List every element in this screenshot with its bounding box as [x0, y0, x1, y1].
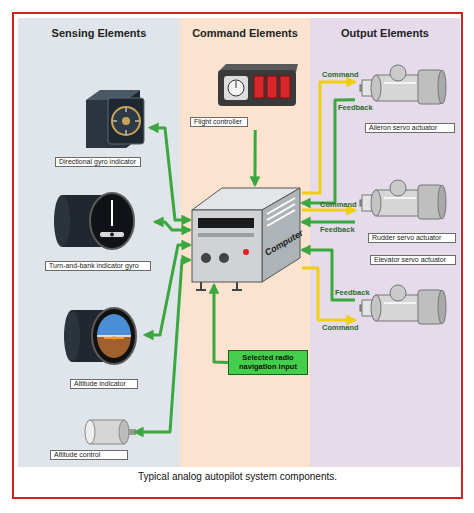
flight-controller-illustration: [280, 76, 290, 98]
turn-and-bank-illustration: [54, 195, 70, 247]
component-label: Aileron servo actuator: [365, 123, 455, 133]
attitude-indicator-illustration: [94, 310, 134, 336]
flight-controller-illustration: [228, 80, 244, 96]
column-heading: Output Elements: [310, 27, 460, 39]
directional-gyro-illustration: [122, 117, 130, 125]
input-label: Selected radio navigation input: [229, 351, 307, 374]
turn-and-bank-illustration: [54, 193, 134, 249]
figure-caption: Typical analog autopilot system componen…: [13, 471, 462, 482]
flight-controller-illustration: [267, 76, 277, 98]
signal-label: Command: [320, 200, 357, 209]
input-box: Selected radio navigation input: [228, 350, 308, 375]
column-heading: Sensing Elements: [18, 27, 180, 39]
signal-label: Feedback: [338, 103, 373, 112]
component-label: Rudder servo actuator: [368, 233, 456, 243]
computer-illustration: [201, 253, 211, 263]
computer-illustration: [198, 218, 254, 228]
altitude-control-illustration: [128, 429, 136, 435]
component-label: Altitude indicator: [70, 379, 138, 389]
component-label: Flight controller: [190, 117, 248, 127]
computer-illustration: [243, 249, 249, 255]
red-frame: [13, 13, 462, 498]
attitude-indicator-illustration: [104, 337, 124, 339]
component-label: Altitude control: [50, 450, 128, 460]
attitude-indicator-illustration: [94, 310, 134, 366]
directional-gyro-illustration: [86, 90, 144, 148]
signal-arrow: [302, 221, 355, 224]
component-label: Directional gyro indicator: [55, 157, 141, 167]
flight-controller-illustration: [218, 70, 296, 106]
turn-and-bank-illustration: [110, 233, 114, 237]
attitude-indicator-illustration: [64, 308, 136, 366]
column-heading: Command Elements: [180, 27, 310, 39]
directional-gyro-illustration: [135, 121, 139, 122]
altitude-control-illustration: [119, 420, 129, 444]
altitude-control-illustration: [85, 420, 95, 444]
signal-arrow: [253, 130, 256, 185]
component-label: Turn-and-bank indicator gyro: [45, 261, 151, 271]
turn-and-bank-illustration: [90, 193, 134, 249]
turn-and-bank-illustration: [100, 232, 124, 237]
signal-label: Feedback: [335, 288, 370, 297]
directional-gyro-illustration: [112, 107, 140, 135]
flight-controller-illustration: [224, 76, 248, 100]
directional-gyro-illustration: [113, 121, 117, 122]
signal-label: Command: [322, 323, 359, 332]
turn-and-bank-illustration: [111, 200, 113, 226]
directional-gyro-illustration: [126, 130, 127, 134]
computer-illustration: [192, 210, 262, 282]
computer-illustration: [267, 210, 295, 226]
signal-label: Command: [322, 70, 359, 79]
directional-gyro-illustration: [108, 98, 144, 144]
signal-label: Feedback: [320, 225, 355, 234]
attitude-indicator-illustration: [112, 336, 116, 340]
computer-illustration: [219, 253, 229, 263]
attitude-indicator-illustration: [64, 310, 80, 362]
flight-controller-illustration: [218, 64, 298, 106]
component-label: Elevator servo actuator: [370, 255, 456, 265]
flight-controller-illustration: [236, 81, 237, 88]
flight-controller-illustration: [254, 76, 264, 98]
computer-illustration: [198, 233, 254, 237]
directional-gyro-illustration: [126, 108, 127, 112]
